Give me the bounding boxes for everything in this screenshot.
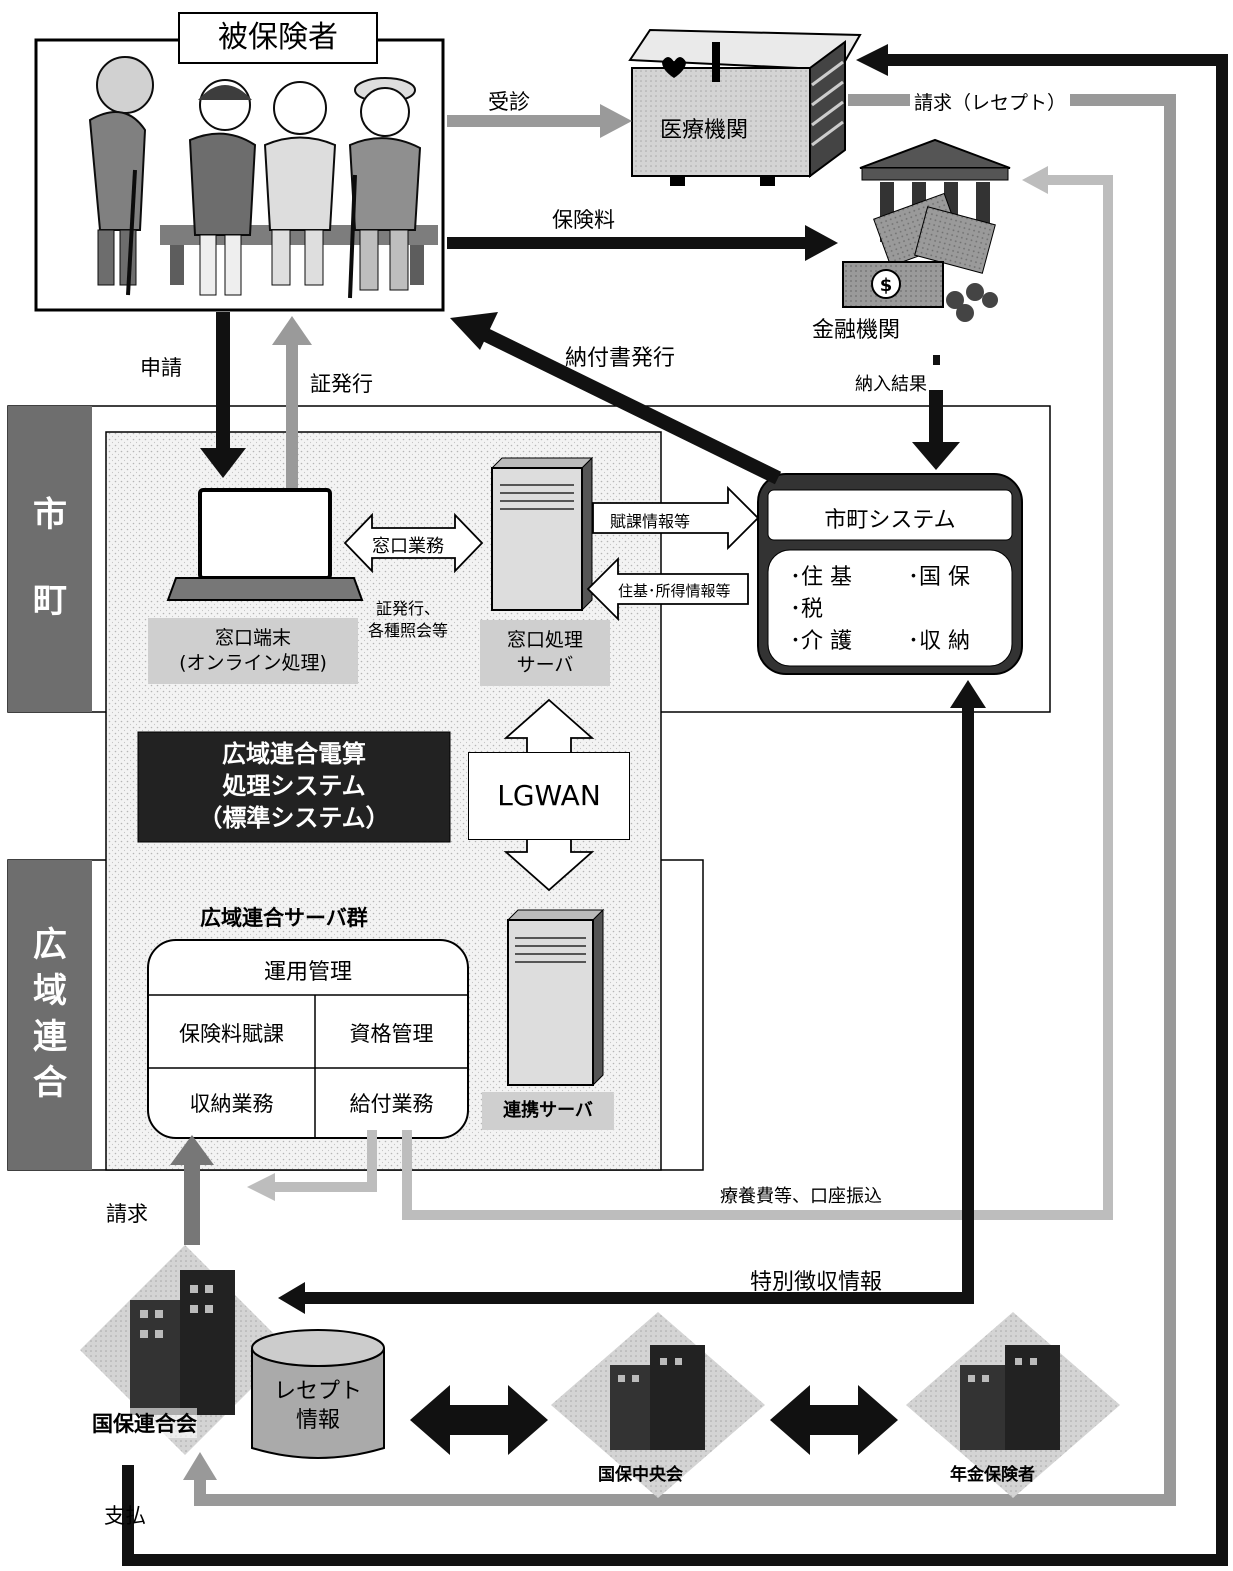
window-work-label: 窓口業務	[372, 536, 444, 557]
consult-label: 受診	[488, 90, 530, 114]
standard-system-box	[137, 731, 451, 843]
insured-title: 被保険者	[178, 12, 378, 64]
terminal-label: 窓口端末 (オンライン処理)	[148, 618, 358, 684]
city-system-title: 市町システム	[824, 508, 956, 533]
apply-label: 申請	[140, 356, 182, 380]
issue-cert-label: 証発行	[310, 372, 373, 396]
link-server-label: 連携サーバ	[482, 1092, 614, 1130]
ops-label: 運用管理	[263, 960, 352, 985]
assessment-arrow	[592, 485, 760, 551]
kokuho-chuokai-label: 国保中央会	[598, 1465, 683, 1485]
financial-label: 金融機関	[812, 318, 901, 343]
city-system-item: ･税	[790, 597, 824, 622]
premium-label: 保険料	[552, 208, 615, 232]
medical-label: 医療機関	[660, 118, 749, 143]
standard-system-line: （標準システム）	[198, 804, 390, 832]
laptop-icon	[166, 488, 364, 601]
medical-payment-line	[247, 166, 1113, 1220]
receipt-database-icon	[251, 1329, 385, 1459]
window-note-line: 各種照会等	[368, 620, 449, 640]
issue-cert-arrow	[272, 316, 312, 488]
window-note: 証発行、 各種照会等	[368, 598, 448, 641]
link-server-icon	[506, 908, 605, 1087]
claim-receipt-label: 請求（レセプト）	[910, 88, 1071, 115]
consult-arrow	[447, 104, 632, 138]
standard-system-text: 広域連合電算 処理システム （標準システム）	[138, 738, 450, 838]
window-note-line: 証発行、	[376, 599, 441, 618]
city-section-label: 市 町	[8, 406, 92, 712]
server-group-table	[147, 939, 469, 1139]
server-label-line: サーバ	[516, 654, 574, 676]
hospital-icon	[628, 28, 862, 186]
special-collection-label: 特別徴収情報	[750, 1270, 883, 1295]
receipt-info-line: レセプト	[273, 1379, 362, 1404]
benefit-cell: 給付業務	[349, 1092, 434, 1116]
city-system-title-box	[767, 489, 1013, 541]
pension-insurer-label: 年金保険者	[950, 1465, 1035, 1485]
window-server-icon	[490, 456, 594, 612]
city-label-char: 町	[33, 581, 67, 621]
kokuho-rengokai-label: 国保連合会	[92, 1408, 197, 1438]
city-system-items: ･住 基 ･国 保 ･税 ･介 護 ･収 納	[790, 562, 1005, 662]
svg-text:$: $	[880, 275, 893, 296]
city-system-item: ･住 基	[790, 565, 852, 590]
pension-insurer-icon	[906, 1312, 1120, 1498]
eligibility-cell: 資格管理	[349, 1022, 434, 1046]
claim-label: 請求	[106, 1202, 148, 1226]
lgwan-label: LGWAN	[468, 752, 630, 840]
medical-payment-label: 療養費等、口座振込	[720, 1186, 882, 1207]
payment-slip-arrow	[450, 312, 782, 485]
claim-arrow	[170, 1135, 214, 1245]
apply-arrow	[200, 312, 246, 478]
chuokai-pension-arrow	[770, 1385, 898, 1455]
payment-loop-line	[122, 44, 1228, 1566]
union-label-char: 合	[33, 1062, 67, 1103]
city-system-item: ･国 保	[908, 565, 970, 590]
premium-arrow	[447, 225, 838, 261]
collection-cell: 収納業務	[189, 1092, 274, 1116]
receipt-info-label: レセプト 情報	[252, 1378, 384, 1435]
terminal-label-line: (オンライン処理)	[179, 652, 327, 674]
assessment-label: 賦課情報等	[610, 512, 691, 531]
window-work-arrow	[343, 512, 484, 574]
payment-result-arrow	[912, 355, 960, 470]
elderly-people-illustration	[88, 56, 438, 299]
union-section-label: 広 域 連 合	[8, 860, 92, 1170]
bank-icon: $	[842, 138, 1011, 322]
server-label-line: 窓口処理	[506, 629, 583, 652]
pay-label: 支払	[104, 1504, 146, 1528]
city-system-items-box	[767, 549, 1013, 667]
resident-info-arrow	[586, 556, 749, 622]
terminal-label-line: 窓口端末	[214, 627, 291, 650]
resident-info-label: 住基･所得情報等	[618, 582, 731, 600]
standard-system-line: 処理システム	[222, 772, 366, 800]
special-collection-line	[278, 680, 986, 1314]
payment-result-label: 納入結果	[855, 374, 927, 395]
city-system-item: ･介 護	[790, 629, 852, 654]
union-label-char: 連	[33, 1017, 67, 1057]
payment-slip-label: 納付書発行	[565, 346, 676, 371]
standard-system-line: 広域連合電算	[222, 740, 366, 768]
server-group-title: 広域連合サーバ群	[200, 906, 368, 930]
union-label-char: 域	[33, 971, 67, 1012]
receipt-info-line: 情報	[295, 1407, 340, 1433]
city-system-item: ･収 納	[908, 629, 970, 654]
server-label: 窓口処理 サーバ	[480, 620, 610, 686]
premium-assessment-cell: 保険料賦課	[179, 1022, 284, 1046]
rengokai-chuokai-arrow	[410, 1385, 548, 1455]
kokuho-chuokai-icon	[551, 1312, 765, 1498]
city-label-char: 市	[33, 495, 67, 536]
union-label-char: 広	[33, 925, 67, 966]
kokuho-rengokai-icon	[80, 1245, 290, 1455]
